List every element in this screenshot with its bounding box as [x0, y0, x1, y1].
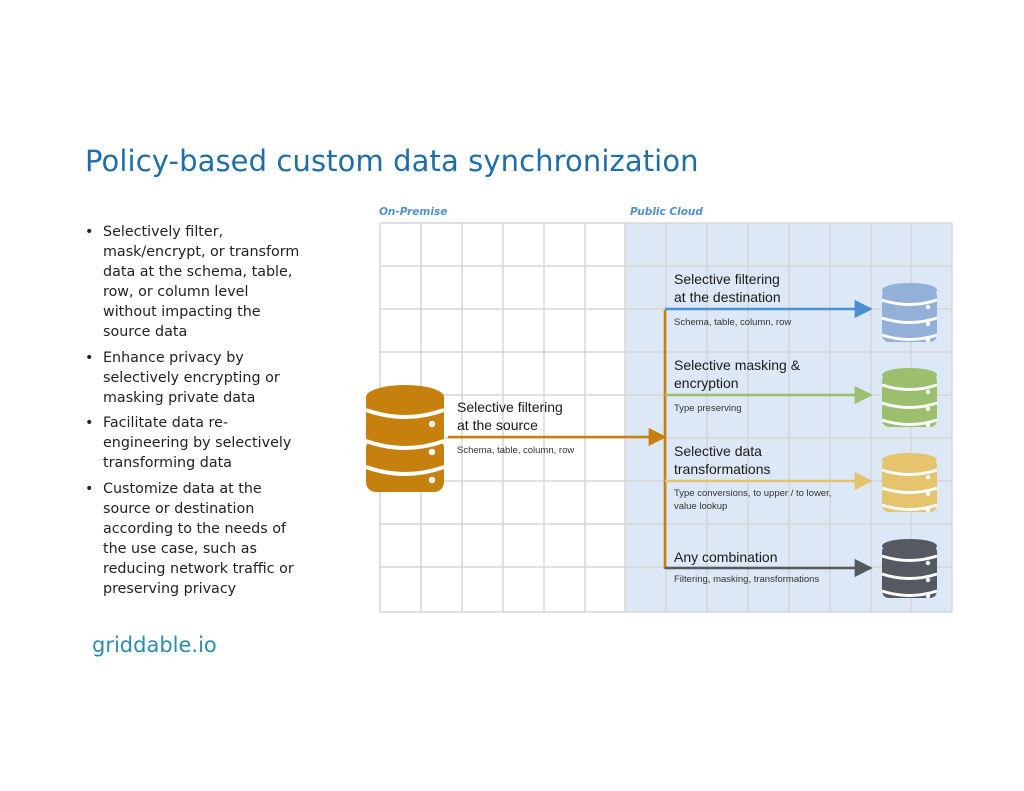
- destination-database-icon: [881, 368, 938, 428]
- bullet-line: Facilitate data re-: [103, 415, 229, 431]
- bullet-item: • Facilitate data re-engineering by selec…: [85, 413, 317, 473]
- source-database-icon: [365, 385, 445, 492]
- public-cloud-label: Public Cloud: [630, 206, 703, 218]
- destination-title: Any combination: [674, 549, 778, 565]
- bullet-line: preserving privacy: [103, 580, 237, 597]
- destination-subtitle: Type preserving: [674, 403, 742, 414]
- source-box-title: at the source: [457, 417, 538, 433]
- bullet-line: the use case, such as: [103, 540, 257, 557]
- destination-title: encryption: [674, 375, 739, 391]
- bullet-line: Selectively filter,: [103, 224, 224, 240]
- destination-title: Selective data: [674, 443, 762, 459]
- on-premise-label: On-Premise: [379, 206, 447, 218]
- bullet-line: Enhance privacy by: [103, 349, 244, 366]
- bullet-line: engineering by selectively: [103, 435, 292, 451]
- bullet-line: mask/encrypt, or transform: [103, 244, 300, 260]
- destination-database-icon: [881, 283, 938, 343]
- bullet-dot-icon: •: [85, 415, 94, 431]
- bullet-dot-icon: •: [85, 224, 94, 240]
- bullet-line: source data: [103, 324, 188, 340]
- bullet-dot-icon: •: [85, 349, 94, 366]
- bullet-line: reducing network traffic or: [103, 560, 294, 577]
- destination-subtitle: Type conversions, to upper / to lower,: [674, 488, 831, 499]
- destination-databases: [881, 283, 938, 599]
- bullet-line: transforming data: [103, 455, 232, 471]
- bullet-line: masking private data: [103, 389, 256, 406]
- bullet-item: • Customize data at the source or destinat…: [85, 479, 317, 599]
- destination-title: at the destination: [674, 289, 781, 305]
- bullet-dot-icon: •: [85, 480, 94, 497]
- destination-subtitle: value lookup: [674, 501, 727, 512]
- destination-database-icon: [881, 539, 938, 599]
- destination-subtitle: Schema, table, column, row: [674, 317, 791, 328]
- company-url-link[interactable]: griddable.io: [92, 633, 217, 657]
- destination-title: transformations: [674, 461, 770, 477]
- feature-bullet-list: • Selectively filter, mask/encrypt, or tra…: [85, 222, 317, 604]
- destination-title: Selective masking &: [674, 357, 801, 373]
- bullet-item: • Enhance privacy by selectively encryptin…: [85, 348, 317, 408]
- data-sync-diagram: On-Premise Public Cloud Selective filter…: [365, 206, 953, 613]
- bullet-line: row, or column level: [103, 284, 249, 300]
- bullet-line: according to the needs of: [103, 520, 286, 537]
- bullet-line: Customize data at the: [103, 480, 262, 497]
- bullet-item: • Selectively filter, mask/encrypt, or tra…: [85, 222, 317, 342]
- bullet-line: selectively encrypting or: [103, 369, 280, 386]
- bullet-line: source or destination: [103, 500, 255, 517]
- bullet-line: data at the schema, table,: [103, 264, 293, 280]
- source-box-subtitle: Schema, table, column, row: [457, 445, 574, 456]
- destination-database-icon: [881, 453, 938, 513]
- destination-subtitle: Filtering, masking, transformations: [674, 574, 819, 585]
- bullet-line: without impacting the: [103, 304, 261, 320]
- source-box-title: Selective filtering: [457, 399, 563, 415]
- slide-title: Policy-based custom data synchronization: [85, 144, 699, 178]
- destination-title: Selective filtering: [674, 271, 780, 287]
